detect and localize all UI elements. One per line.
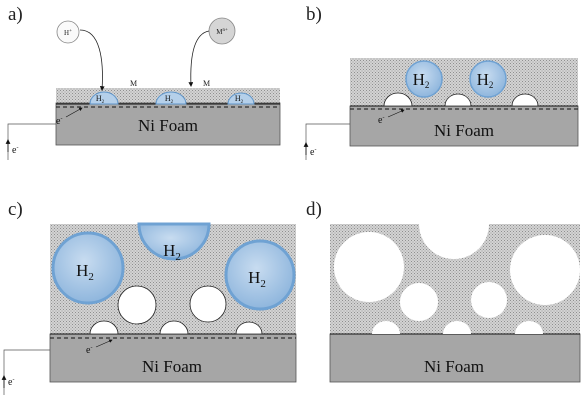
pore [443, 321, 471, 334]
panel-a-label: a) [8, 4, 23, 25]
electron-arrow [95, 339, 113, 348]
hydrogen-bubble: H2 [227, 92, 255, 105]
substrate-label: Ni Foam [138, 116, 198, 135]
panel-d-label: d) [306, 199, 322, 220]
panel-d: d) Ni Foam [306, 199, 581, 383]
panel-b: b) Ni Foam H2 H2 e- e- [303, 4, 579, 160]
hydrogen-bubble: H2 [137, 222, 211, 263]
svg-text:H2: H2 [96, 94, 105, 105]
svg-text:H2: H2 [165, 94, 174, 105]
external-circuit-wire [3, 349, 50, 395]
substrate-label: Ni Foam [434, 121, 494, 140]
svg-text:H2: H2 [248, 268, 266, 290]
pore [189, 285, 227, 323]
svg-text:H2: H2 [477, 70, 494, 90]
pore [515, 321, 543, 334]
pore [510, 235, 580, 305]
svg-text:H2: H2 [235, 94, 244, 105]
substrate-label: Ni Foam [142, 357, 202, 376]
electron-label: e- [378, 115, 384, 126]
substrate-label: Ni Foam [424, 357, 484, 376]
pore [117, 285, 157, 325]
pore [511, 93, 539, 107]
electron-arrow [387, 109, 405, 118]
pore [383, 92, 413, 107]
pore [334, 232, 404, 302]
circuit-electron-label: e- [12, 145, 18, 156]
electron-arrow [65, 107, 83, 118]
pore [159, 320, 189, 335]
ni-foam-substrate [329, 333, 581, 383]
panel-a: a) Ni Foam H2 H2 H2 M M H+ Mn+ [5, 4, 281, 160]
electron-label: e- [86, 345, 92, 356]
pore [89, 320, 119, 335]
pore [400, 283, 438, 321]
hydrogen-bubble: H2 [51, 231, 125, 305]
panel-c-label: c) [8, 199, 23, 220]
hydrogen-bubble: H2 [469, 60, 507, 98]
circuit-electron-label: e- [310, 147, 316, 158]
panel-b-label: b) [306, 4, 322, 25]
pore [471, 282, 507, 318]
electron-label: e- [56, 116, 62, 127]
deposit-label: M [203, 79, 210, 88]
hydrogen-bubble: H2 [224, 239, 296, 311]
metal-ion-label: Mn+ [216, 28, 228, 36]
proton-arrow [79, 29, 105, 91]
proton-label: H+ [64, 29, 72, 37]
panel-c: c) Ni Foam H2 H2 H2 e- e- [1, 199, 297, 395]
proton-ion [56, 20, 80, 44]
ni-foam-substrate [349, 105, 579, 147]
pore [444, 93, 472, 107]
hydrogen-bubble: H2 [405, 60, 443, 98]
circuit-electron-label: e- [8, 377, 14, 388]
hydrogen-bubble: H2 [89, 91, 119, 105]
ni-foam-substrate [49, 333, 297, 383]
hydrogen-bubble: H2 [155, 91, 187, 105]
metal-ion-arrow [188, 30, 210, 87]
pore [235, 321, 263, 335]
svg-text:H2: H2 [413, 70, 430, 90]
svg-text:H2: H2 [76, 261, 94, 283]
pore [372, 321, 400, 334]
ni-foam-substrate [55, 102, 281, 146]
pore [419, 224, 489, 259]
svg-text:H2: H2 [163, 241, 181, 263]
deposit-label: M [130, 79, 137, 88]
